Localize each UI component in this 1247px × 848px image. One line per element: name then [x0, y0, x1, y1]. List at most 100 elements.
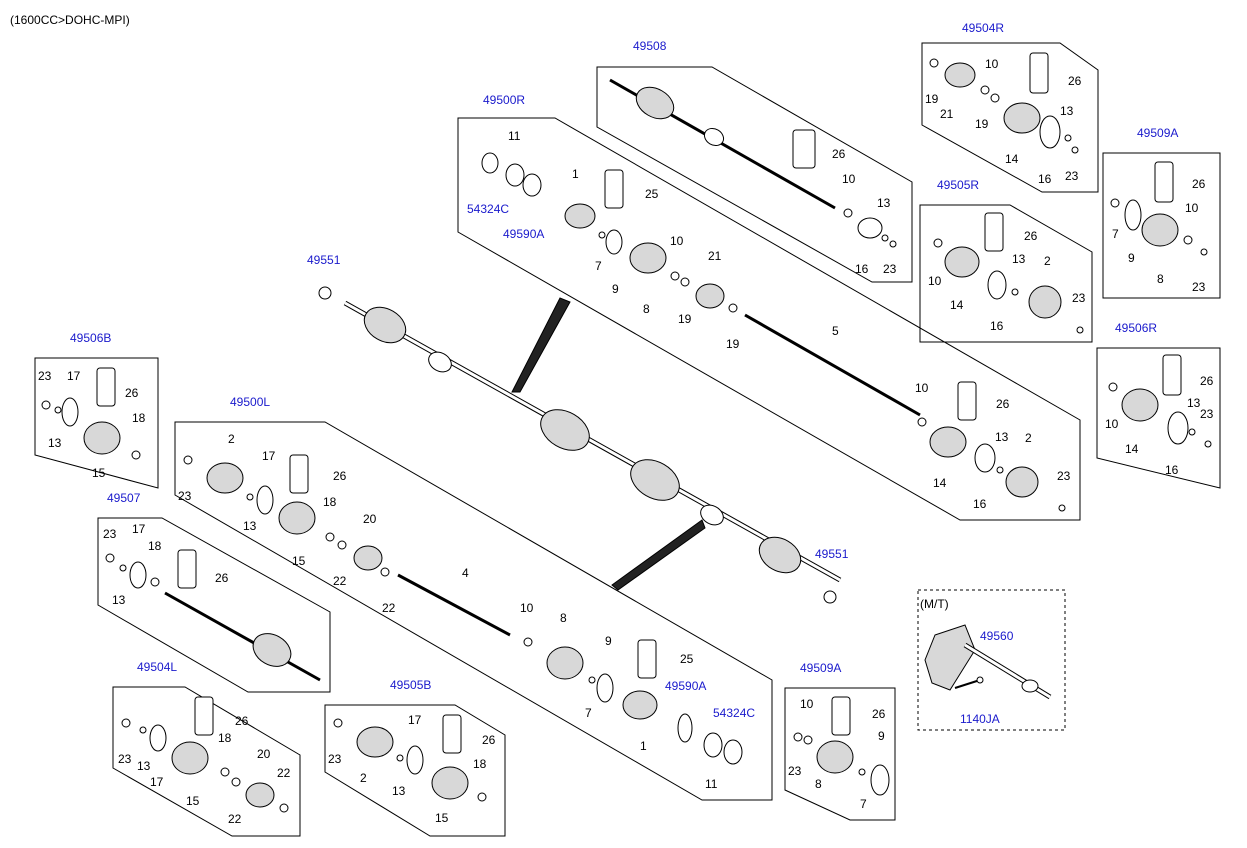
label-49560: 49560 — [980, 629, 1014, 643]
part-8-49509A-bottom: 8 — [815, 777, 822, 791]
part-10-49500R: 10 — [670, 234, 684, 248]
bearing-bracket-49560 — [924, 624, 1052, 700]
part-9-49500R: 9 — [612, 282, 619, 296]
part-9-49500L: 9 — [605, 634, 612, 648]
part-14-49504R: 14 — [1005, 152, 1019, 166]
shaft-kit-49500L — [183, 454, 743, 765]
part-14-49505R: 14 — [950, 298, 964, 312]
label-49506B: 49506B — [70, 331, 111, 345]
part-13-49504R: 13 — [1060, 104, 1074, 118]
label-49508: 49508 — [633, 39, 667, 53]
group-box-49506B — [34, 357, 159, 489]
shaft-kit-49500R — [481, 152, 1066, 512]
part-13-49504L: 13 — [137, 759, 151, 773]
part-13-49506B: 13 — [48, 436, 62, 450]
group-box-49504L — [112, 686, 301, 837]
label-49551-bottom: 49551 — [815, 547, 849, 561]
part-16-49505R: 16 — [990, 319, 1004, 333]
joint-kit-49505B — [333, 714, 487, 802]
part-8-49500R: 8 — [643, 302, 650, 316]
part-10-49504R: 10 — [985, 57, 999, 71]
part-10-49506R: 10 — [1105, 417, 1119, 431]
boot-kit-49504R — [929, 52, 1079, 154]
main-driveshaft-assembly — [318, 286, 842, 604]
part-10-49509A-top: 10 — [1185, 201, 1199, 215]
part-26-49504L: 26 — [235, 714, 249, 728]
label-49500L: 49500L — [230, 395, 270, 409]
part-2-49500L: 2 — [228, 432, 235, 446]
part-16-49500R: 16 — [973, 497, 987, 511]
part-23-49504R: 23 — [1065, 169, 1079, 183]
part-23-49509A-top: 23 — [1192, 280, 1206, 294]
part-23-49500R: 23 — [1057, 469, 1071, 483]
mt-label: (M/T) — [920, 597, 949, 611]
part-23-49505B: 23 — [328, 752, 342, 766]
part-22b-49504L: 22 — [228, 812, 242, 826]
part-15-49500L: 15 — [292, 554, 306, 568]
damper-wedge-lower — [611, 519, 706, 591]
label-54324C-bottom: 54324C — [713, 706, 755, 720]
part-23-49508: 23 — [883, 262, 897, 276]
part-9-49509A-bottom: 9 — [878, 729, 885, 743]
part-10-49500L: 10 — [520, 601, 534, 615]
part-8-49500L: 8 — [560, 611, 567, 625]
part-20-49504L: 20 — [257, 747, 271, 761]
part-18-49506B: 18 — [132, 411, 146, 425]
part-1-49500L: 1 — [640, 739, 647, 753]
part-1-49500R: 1 — [572, 167, 579, 181]
part-16-49506R: 16 — [1165, 463, 1179, 477]
part-10b-49500R: 10 — [915, 381, 929, 395]
part-7-49509A-top: 7 — [1112, 227, 1119, 241]
part-10-49505R: 10 — [928, 274, 942, 288]
part-13-49505R: 13 — [1012, 252, 1026, 266]
part-17-49504L: 17 — [150, 775, 164, 789]
part-14-49500R: 14 — [933, 476, 947, 490]
part-18-49507: 18 — [148, 539, 162, 553]
part-26-49500R: 26 — [996, 397, 1010, 411]
part-15-49506B: 15 — [92, 466, 106, 480]
part-23-49504L: 23 — [118, 752, 132, 766]
part-26-49508: 26 — [832, 147, 846, 161]
part-23-49506B: 23 — [38, 369, 52, 383]
part-5-49500R: 5 — [832, 324, 839, 338]
boot-kit-49506R — [1108, 354, 1212, 448]
part-14-49506R: 14 — [1125, 442, 1139, 456]
boot-kit-49506B — [41, 367, 141, 460]
part-13-49500R: 13 — [995, 430, 1009, 444]
label-1140JA: 1140JA — [960, 712, 1000, 726]
part-8-49509A-top: 8 — [1157, 272, 1164, 286]
group-box-49506R — [1096, 347, 1221, 489]
part-23-49500L: 23 — [178, 489, 192, 503]
part-26-49505B: 26 — [482, 733, 496, 747]
label-49509A-bottom: 49509A — [800, 661, 841, 675]
shaft-49507 — [105, 549, 321, 682]
part-13-49508: 13 — [877, 196, 891, 210]
part-15-49505B: 15 — [435, 811, 449, 825]
part-26-49500L: 26 — [333, 469, 347, 483]
label-49590A-bottom: 49590A — [665, 679, 706, 693]
part-26-49504R: 26 — [1068, 74, 1082, 88]
part-11-49500R: 11 — [508, 129, 521, 143]
group-box-49505B — [324, 704, 506, 837]
boot-kit-49504L — [121, 696, 289, 813]
part-19b-49500R: 19 — [726, 337, 740, 351]
label-49500R: 49500R — [483, 93, 525, 107]
part-19a-49500R: 19 — [678, 312, 692, 326]
part-23-49509A-bottom: 23 — [788, 764, 802, 778]
part-17-49507: 17 — [132, 522, 146, 536]
part-9-49509A-top: 9 — [1128, 251, 1135, 265]
part-23-49506R: 23 — [1200, 407, 1214, 421]
group-box-49504R — [921, 42, 1099, 193]
part-2-49505B: 2 — [360, 771, 367, 785]
group-box-49500L — [174, 421, 773, 801]
part-25-49500L: 25 — [680, 652, 694, 666]
part-23-49505R: 23 — [1072, 291, 1086, 305]
part-25-49500R: 25 — [645, 187, 659, 201]
part-22a-49500L: 22 — [333, 574, 347, 588]
part-18-49504L: 18 — [218, 731, 232, 745]
part-13-49506R: 13 — [1187, 396, 1201, 410]
group-box-mt-49560 — [917, 589, 1066, 731]
label-49590A-top: 49590A — [503, 227, 544, 241]
part-18-49505B: 18 — [473, 757, 487, 771]
